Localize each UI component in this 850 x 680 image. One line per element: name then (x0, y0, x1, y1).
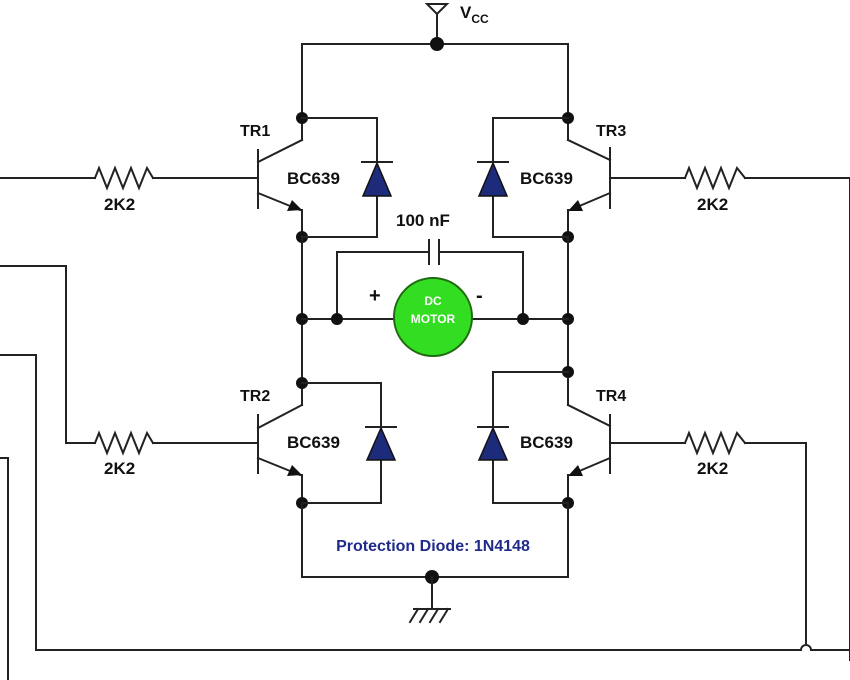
diode-d4 (477, 371, 569, 504)
tr3-label: TR3 (596, 123, 626, 140)
diode-d2 (301, 382, 397, 504)
transistor-tr2: TR2 BC639 (240, 377, 340, 509)
capacitor-100nf: 100 nF (336, 211, 524, 320)
r2-label: 2K2 (104, 459, 135, 478)
resistor-r3: 2K2 (609, 165, 850, 214)
tr4-label: TR4 (596, 388, 626, 405)
motor-label-line2: MOTOR (411, 312, 456, 326)
bottom-rail (301, 502, 569, 610)
transistor-tr4: TR4 BC639 (520, 366, 626, 509)
tr2-part: BC639 (287, 433, 340, 452)
tr3-part: BC639 (520, 169, 573, 188)
emitter-arrow-icon (568, 465, 583, 476)
diode-d1 (301, 117, 393, 238)
resistor-r1: 2K2 (0, 165, 259, 214)
protection-diode-note: Protection Diode: 1N4148 (336, 538, 530, 555)
emitter-arrow-icon (568, 200, 583, 211)
top-rail (301, 37, 569, 119)
control-wiring (0, 177, 850, 680)
vcc-arrow-icon (424, 3, 450, 16)
tr2-label: TR2 (240, 388, 270, 405)
diode-icon (477, 426, 509, 461)
ground-icon (408, 607, 451, 624)
motor-body (393, 277, 473, 357)
r1-label: 2K2 (104, 195, 135, 214)
vcc-supply: VCC (424, 3, 489, 45)
resistor-r2: 2K2 (0, 265, 259, 478)
resistor-r4: 2K2 (609, 430, 807, 644)
motor-minus-terminal: - (476, 285, 483, 307)
capacitor-label: 100 nF (396, 211, 450, 230)
diode-icon (361, 161, 393, 197)
diode-icon (477, 161, 509, 197)
diode-d3 (477, 117, 569, 238)
dc-motor: DC MOTOR + - (301, 277, 569, 357)
motor-plus-terminal: + (369, 285, 381, 307)
tr1-part: BC639 (287, 169, 340, 188)
emitter-arrow-icon (287, 465, 302, 476)
r4-label: 2K2 (697, 459, 728, 478)
tr4-part: BC639 (520, 433, 573, 452)
diode-icon (365, 426, 397, 461)
motor-label-line1: DC (424, 294, 442, 308)
vcc-label: VCC (460, 3, 489, 26)
r3-label: 2K2 (697, 195, 728, 214)
tr1-label: TR1 (240, 123, 270, 140)
emitter-arrow-icon (287, 200, 302, 211)
